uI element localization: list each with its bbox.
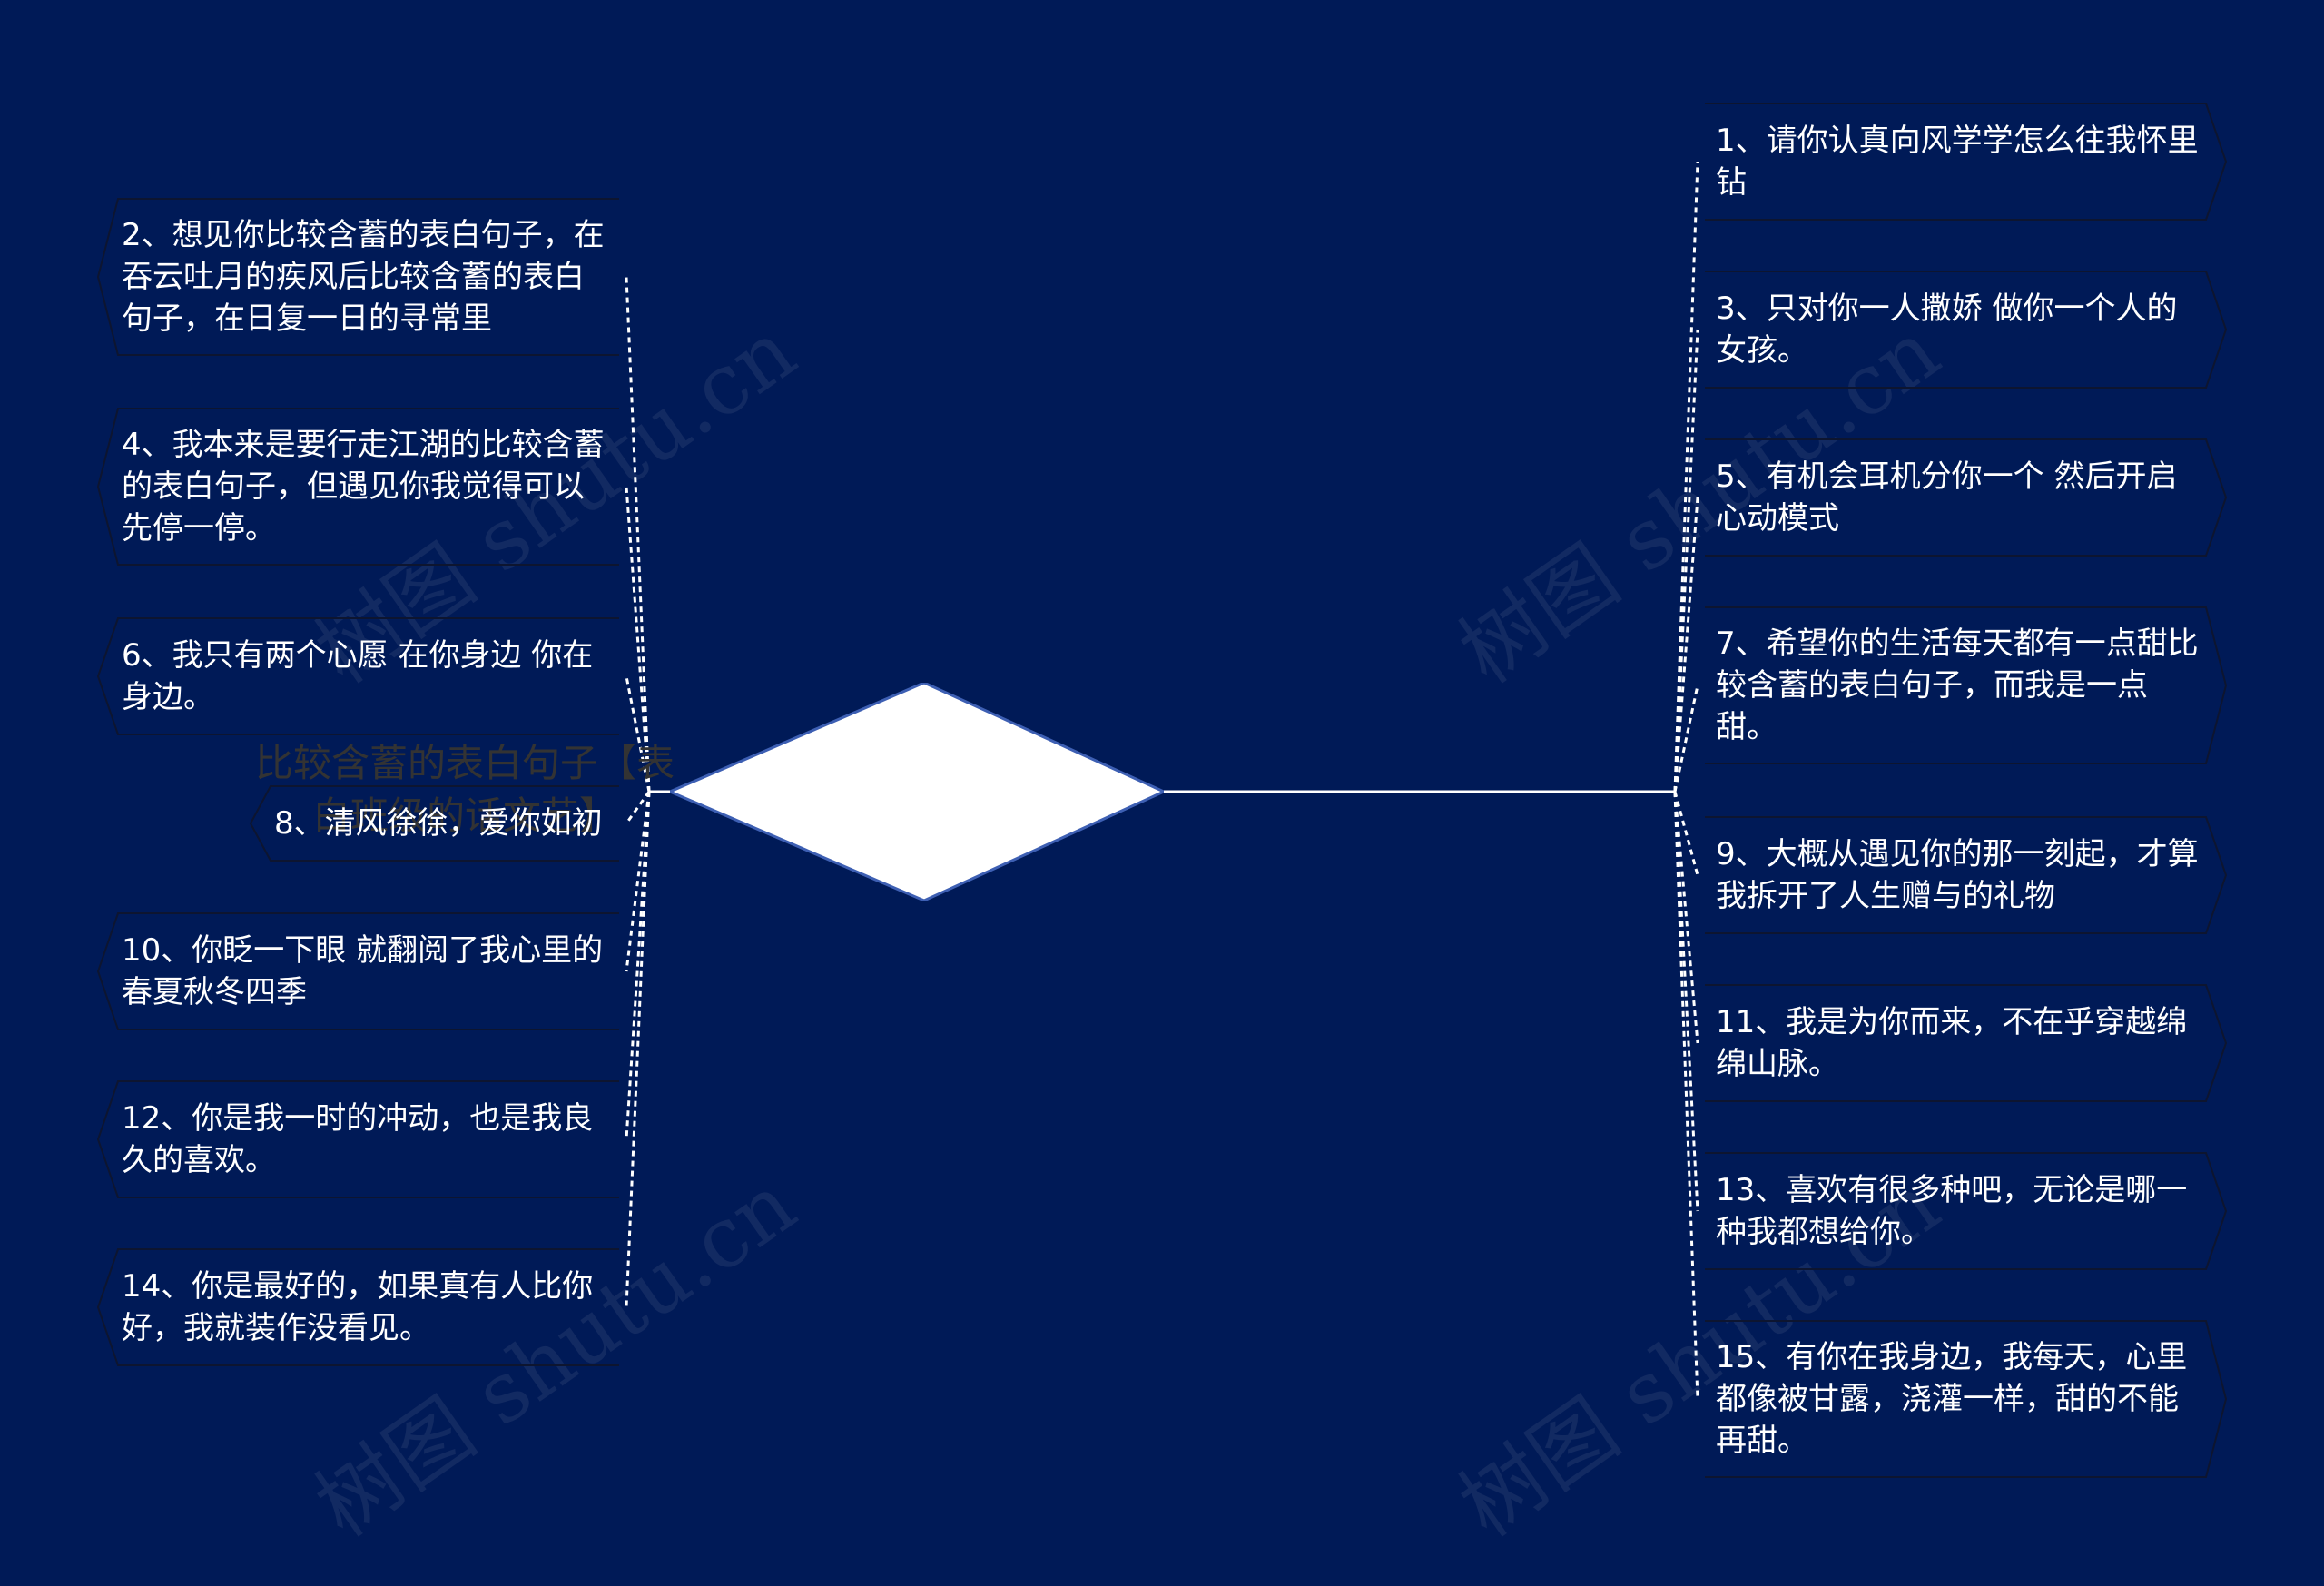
right-branch-node[interactable]: 7、希望你的生活每天都有一点甜比较含蓄的表白句子，而我是一点甜。 (1705, 606, 2228, 764)
right-branch-node[interactable]: 13、喜欢有很多种吧，无论是哪一种我都想给你。 (1705, 1152, 2228, 1270)
node-outline (1705, 1152, 2228, 1270)
connector-line (625, 276, 651, 793)
connector-line (625, 791, 651, 824)
branch-text: 3、只对你一人撒娇 做你一个人的女孩。 (1716, 291, 2178, 369)
node-outline (96, 1080, 619, 1198)
connector-line (625, 791, 651, 1308)
node-outline (1705, 103, 2228, 221)
node-outline (1705, 438, 2228, 557)
branch-text: 5、有机会耳机分你一个 然后开启心动模式 (1716, 458, 2178, 537)
branch-text: 14、你是最好的，如果真有人比你好，我就装作没看见。 (122, 1268, 594, 1346)
node-outline (1705, 1320, 2228, 1478)
node-outline (1705, 271, 2228, 389)
node-outline (249, 785, 619, 862)
connector-line (1673, 791, 1699, 1400)
connector-line (1673, 329, 1699, 793)
left-branch-node[interactable]: 10、你眨一下眼 就翻阅了我心里的春夏秋冬四季 (96, 912, 619, 1030)
branch-text: 7、希望你的生活每天都有一点甜比较含蓄的表白句子，而我是一点甜。 (1716, 626, 2199, 745)
node-outline (96, 617, 619, 735)
connector-line (625, 791, 651, 1140)
branch-text: 2、想见你比较含蓄的表白句子，在吞云吐月的疾风后比较含蓄的表白句子，在日复一日的… (122, 217, 605, 337)
node-outline (1705, 606, 2228, 764)
connector-line (1673, 791, 1699, 876)
central-diamond-shape (670, 683, 1164, 901)
left-branch-node[interactable]: 12、你是我一时的冲动，也是我良久的喜欢。 (96, 1080, 619, 1198)
connector-line (1673, 161, 1699, 793)
central-topic[interactable] (670, 683, 1164, 901)
branch-text: 15、有你在我身边，我每天，心里都像被甘露，浇灌一样，甜的不能再甜。 (1716, 1339, 2188, 1459)
branch-text: 6、我只有两个心愿 在你身边 你在身边。 (122, 637, 594, 715)
left-branch-node[interactable]: 14、你是最好的，如果真有人比你好，我就装作没看见。 (96, 1248, 619, 1366)
branch-text: 10、你眨一下眼 就翻阅了我心里的春夏秋冬四季 (122, 932, 604, 1010)
left-branch-node[interactable]: 6、我只有两个心愿 在你身边 你在身边。 (96, 617, 619, 735)
branch-text: 11、我是为你而来，不在乎穿越绵绵山脉。 (1716, 1004, 2188, 1082)
branch-text: 1、请你认真向风学学怎么往我怀里钻 (1716, 123, 2199, 201)
branch-text: 9、大概从遇见你的那一刻起，才算我拆开了人生赠与的礼物 (1716, 836, 2199, 914)
left-branch-node[interactable]: 8、清风徐徐，爱你如初 (249, 785, 619, 862)
right-branch-node[interactable]: 5、有机会耳机分你一个 然后开启心动模式 (1705, 438, 2228, 557)
node-outline (1705, 984, 2228, 1102)
central-topic-title: 比较含蓄的表白句子【表白班级的话文艺】 (254, 741, 675, 838)
right-branch-node[interactable]: 1、请你认真向风学学怎么往我怀里钻 (1705, 103, 2228, 221)
node-outline (1705, 816, 2228, 934)
connector-line (625, 791, 651, 972)
branch-text: 4、我本来是要行走江湖的比较含蓄的表白句子，但遇见你我觉得可以先停一停。 (122, 427, 605, 547)
connector-line (1673, 791, 1699, 1044)
node-outline (96, 198, 619, 356)
branch-text: 8、清风徐徐，爱你如初 (274, 805, 603, 842)
right-branch-node[interactable]: 11、我是为你而来，不在乎穿越绵绵山脉。 (1705, 984, 2228, 1102)
right-branch-node[interactable]: 15、有你在我身边，我每天，心里都像被甘露，浇灌一样，甜的不能再甜。 (1705, 1320, 2228, 1478)
right-branch-node[interactable]: 3、只对你一人撒娇 做你一个人的女孩。 (1705, 271, 2228, 389)
node-outline (96, 408, 619, 566)
left-branch-node[interactable]: 2、想见你比较含蓄的表白句子，在吞云吐月的疾风后比较含蓄的表白句子，在日复一日的… (96, 198, 619, 356)
connector-line (625, 486, 651, 793)
branch-text: 13、喜欢有很多种吧，无论是哪一种我都想给你。 (1716, 1172, 2188, 1250)
node-outline (96, 912, 619, 1030)
connector-line (1673, 685, 1699, 793)
right-branch-node[interactable]: 9、大概从遇见你的那一刻起，才算我拆开了人生赠与的礼物 (1705, 816, 2228, 934)
node-outline (96, 1248, 619, 1366)
branch-text: 12、你是我一时的冲动，也是我良久的喜欢。 (122, 1100, 594, 1178)
left-branch-node[interactable]: 4、我本来是要行走江湖的比较含蓄的表白句子，但遇见你我觉得可以先停一停。 (96, 408, 619, 566)
